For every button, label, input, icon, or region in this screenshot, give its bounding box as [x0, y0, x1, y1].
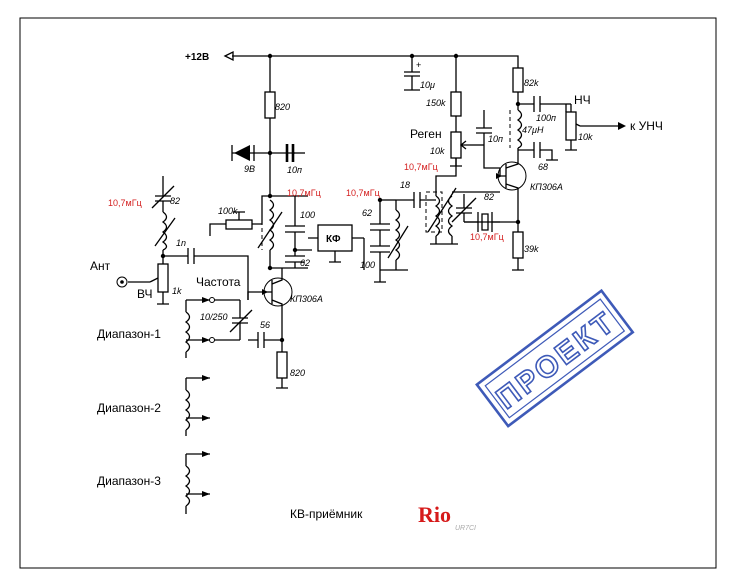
mixer-drain-branch — [231, 56, 305, 196]
r-vch-label: 1k — [172, 286, 182, 296]
r-bias-regen-label: 150k — [426, 98, 446, 108]
c-68-label: 68 — [538, 162, 548, 172]
crystal-resonator — [464, 212, 518, 232]
capacitor-electrolytic: + — [404, 56, 421, 91]
logo-sub: UR7CI — [455, 525, 476, 532]
c-electrolytic-label: 10μ — [420, 80, 435, 90]
c-coupling-18-label: 18 — [400, 180, 410, 190]
filter-output-tank — [363, 197, 409, 283]
c-input-trim-label: 82 — [170, 196, 180, 206]
freq-filter-out: 10,7мГц — [346, 188, 380, 198]
c-trim-82-label: 82 — [484, 192, 494, 202]
range1-label: Диапазон-1 — [97, 327, 161, 341]
detector-source-network — [512, 219, 524, 271]
regen-network — [435, 56, 500, 196]
freq-input-coil: 10,7мГц — [108, 198, 142, 208]
r-source-detector-label: 39k — [524, 244, 539, 254]
detector-drain-branch — [509, 67, 566, 161]
detector-transistor — [496, 160, 527, 222]
page-frame — [19, 17, 717, 569]
r-volume-label: 10k — [578, 132, 593, 142]
frequency-potentiometer — [209, 195, 270, 236]
logo-text: Rio — [418, 502, 451, 527]
vch-label: ВЧ — [137, 287, 152, 301]
freq-detector-coil: 10,7мГц — [404, 162, 438, 172]
freq-crystal: 10,7мГц — [470, 232, 504, 242]
range-coil-2 — [184, 375, 210, 436]
filter-label: КФ — [326, 234, 341, 245]
r-freq-label: 100k — [218, 206, 238, 216]
power-label: +12В — [185, 52, 209, 63]
choke-label: 47μH — [522, 125, 544, 135]
range-coil-3 — [184, 451, 210, 514]
c-100-b-label: 100 — [360, 260, 375, 270]
regen-label: Реген — [410, 127, 442, 141]
to-unch-label: к УНЧ — [630, 119, 663, 133]
range-coil-1 — [184, 297, 210, 358]
power-rail — [223, 50, 519, 68]
range2-label: Диапазон-2 — [97, 401, 161, 415]
c-tune-label: 10/250 — [200, 312, 228, 322]
input-stage — [116, 176, 249, 305]
r-load-drain-label: 82k — [524, 78, 539, 88]
r-source-label: 820 — [290, 368, 305, 378]
detector-transistor-label: КП306А — [530, 182, 563, 192]
c-1n-label: 1n — [176, 238, 186, 248]
c-62-a-label: 62 — [300, 258, 310, 268]
project-stamp: ПРОЕКТ — [475, 288, 635, 428]
crystal-filter-block — [308, 224, 364, 263]
coupling-capacitor-18 — [396, 192, 436, 208]
c-56-label: 56 — [260, 320, 270, 330]
r-drain-mixer-label: 820 — [275, 102, 290, 112]
ant-label: Ант — [90, 259, 111, 273]
freq-mixer-tank: 10,7мГц — [287, 188, 321, 198]
nch-label: НЧ — [574, 93, 591, 107]
mixer-tank-circuit — [257, 193, 312, 271]
volume-output — [565, 103, 626, 151]
c-62-b-label: 62 — [362, 208, 372, 218]
range3-label: Диапазон-3 — [97, 474, 161, 488]
mixer-transistor-label: КП306А — [290, 294, 323, 304]
c-out-label: 100п — [536, 113, 556, 123]
svg-text:+: + — [416, 60, 421, 70]
c-decouple-label: 10п — [287, 165, 302, 175]
diode-label: 9В — [244, 164, 255, 174]
mixer-source-network — [209, 291, 288, 389]
c-100-a-label: 100 — [300, 210, 315, 220]
r-regen-label: 10k — [430, 146, 445, 156]
schematic-title: КВ-приёмник — [290, 507, 363, 521]
mixer-transistor — [262, 268, 293, 324]
c-regen-label: 10п — [488, 134, 503, 144]
freq-control-label: Частота — [196, 275, 241, 289]
